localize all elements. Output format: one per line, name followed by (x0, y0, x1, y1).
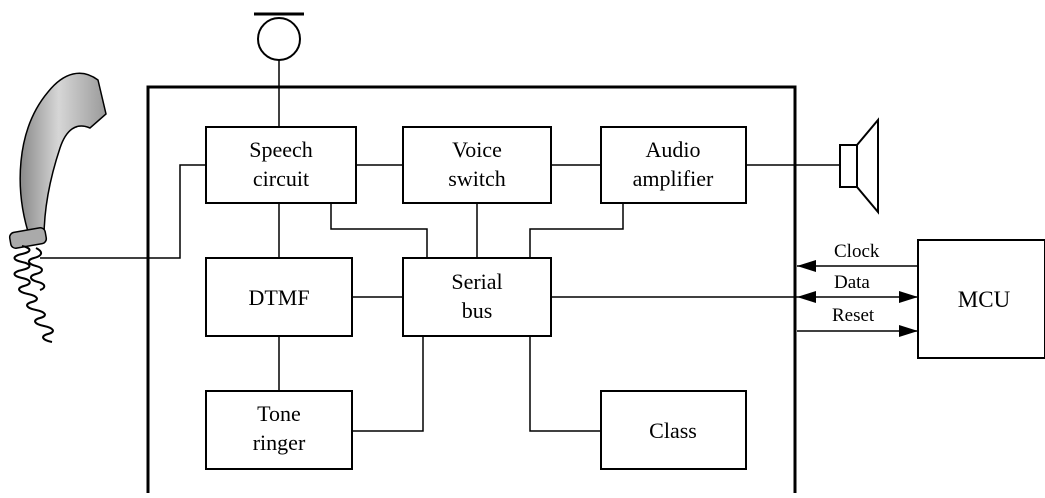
clock-arrowhead (797, 260, 816, 272)
handset-earpiece (8, 227, 48, 249)
connection-wires (40, 164, 840, 432)
clock-label: Clock (834, 241, 880, 262)
chip-boundary (146, 85, 797, 493)
serial-bus-label-line2: bus (462, 298, 493, 323)
wire-handset-speech (40, 164, 206, 259)
tone-ringer-label-line2: ringer (253, 430, 306, 455)
tone-ringer-label-line1: Tone (257, 401, 301, 426)
wire-tone-serial (352, 336, 424, 432)
wire-serial-class (529, 336, 601, 432)
class-block: Class (600, 390, 747, 470)
handset-body (19, 72, 107, 239)
audio-amplifier-label-line2: amplifier (633, 166, 714, 191)
dtmf-block: DTMF (205, 257, 353, 337)
audio-amplifier-label-line1: Audio (646, 137, 701, 162)
serial-bus-block: Serial bus (402, 257, 552, 337)
reset-arrowhead (899, 325, 918, 337)
speech-circuit-label-line2: circuit (253, 166, 309, 191)
tone-ringer-block: Tone ringer (205, 390, 353, 470)
wire-speech-serial (330, 203, 428, 258)
mcu-block: MCU (917, 239, 1045, 359)
voice-switch-label-line2: switch (448, 166, 505, 191)
voice-switch-label-line1: Voice (452, 137, 502, 162)
microphone-icon (254, 12, 304, 127)
audio-amplifier-block: Audio amplifier (600, 126, 747, 204)
handset-cord-2 (28, 247, 46, 291)
speech-circuit-block: Speech circuit (205, 126, 357, 204)
dtmf-label: DTMF (248, 285, 309, 310)
speech-circuit-label-line1: Speech (249, 137, 313, 162)
wire-audio-serial (529, 203, 624, 258)
mcu-signals: Clock Data Reset (551, 241, 918, 337)
class-label: Class (649, 418, 697, 443)
handset-cord (13, 245, 54, 343)
handset-icon (8, 72, 107, 343)
voice-switch-block: Voice switch (402, 126, 552, 204)
mcu-label: MCU (958, 287, 1011, 312)
data-label: Data (834, 272, 870, 293)
data-arrowhead-left (797, 291, 816, 303)
serial-bus-label-line1: Serial (451, 269, 502, 294)
reset-label: Reset (832, 305, 875, 326)
data-arrowhead-right (899, 291, 918, 303)
speaker-icon (839, 117, 879, 215)
